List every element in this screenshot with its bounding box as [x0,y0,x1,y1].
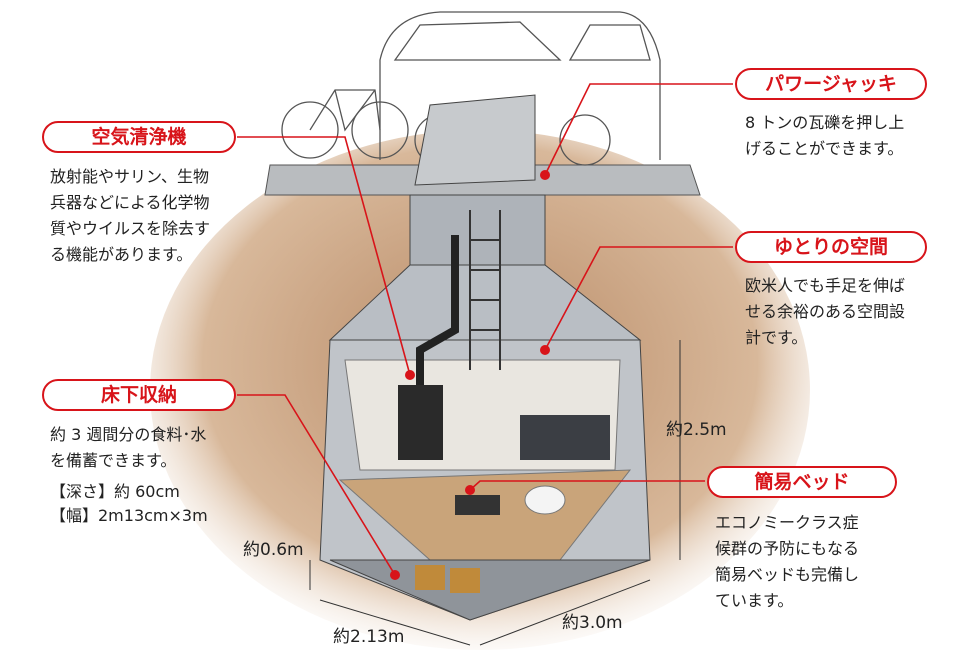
hatch-lid [414,94,536,186]
description-line: 約 3 週間分の食料･水 [50,425,207,444]
description-line: 放射能やサリン、生物 [50,167,210,186]
description-line: を備蓄できます。 [50,451,177,470]
simple-bed-description: エコノミークラス症 候群の予防にもなる 簡易ベッドも完備し ています。 [715,510,859,614]
description-line: 欧米人でも手足を伸ば [745,276,906,295]
supply-box [415,565,445,590]
height-dimension: 約2.5m [666,420,727,440]
description-line: 質やウイルスを除去す [50,219,211,238]
description-line: せる余裕のある空間設 [745,302,906,321]
air-duct [416,235,459,385]
air-purifier-unit [398,385,443,460]
storage-depth-dimension: 約0.6m [243,540,304,560]
storage-compartment [329,559,651,621]
sofa [520,415,610,460]
power-jack-description: 8 トンの瓦礫を押し上 げることができます。 [745,110,904,162]
description-line: ています。 [715,591,794,610]
description-line: 計です。 [745,328,808,347]
description-line: 候群の予防にもなる [715,539,860,558]
toilet [524,485,566,515]
air-purifier-description: 放射能やサリン、生物 兵器などによる化学物 質やウイルスを除去す る機能がありま… [50,164,210,268]
ladder [469,210,501,370]
power-jack-label: パワージャッキ [735,68,927,100]
simple-bed-label: 簡易ベッド [707,466,897,498]
spacious-room-label: ゆとりの空間 [735,231,927,263]
spec-depth: 【深さ】約 60cm [50,482,180,501]
bicycle-outline [281,89,409,159]
underfloor-storage-label: 床下収納 [42,379,236,411]
air-purifier-label: 空気清浄機 [42,121,236,153]
length-dimension: 約3.0m [562,613,623,633]
description-line: げることができます。 [745,139,904,158]
description-line: エコノミークラス症 [715,513,859,532]
description-line: 兵器などによる化学物 [50,193,210,212]
dimension-lines [309,340,681,646]
underfloor-storage-description: 約 3 週間分の食料･水 を備蓄できます。 【深さ】約 60cm 【幅】2m13… [50,422,208,528]
description-line: る機能があります。 [50,245,193,264]
width-dimension: 約2.13m [333,627,405,647]
entrance-shaft [409,194,546,266]
description-line: 簡易ベッドも完備し [715,565,860,584]
spacious-room-description: 欧米人でも手足を伸ば せる余裕のある空間設 計です。 [745,273,905,351]
description-line: 8 トンの瓦礫を押し上 [745,113,905,132]
spec-width: 【幅】2m13cm×3m [50,506,208,525]
supply-box [450,568,480,593]
leader-lines [237,83,733,576]
simple-bed [455,495,500,515]
leader-dots [390,170,550,580]
